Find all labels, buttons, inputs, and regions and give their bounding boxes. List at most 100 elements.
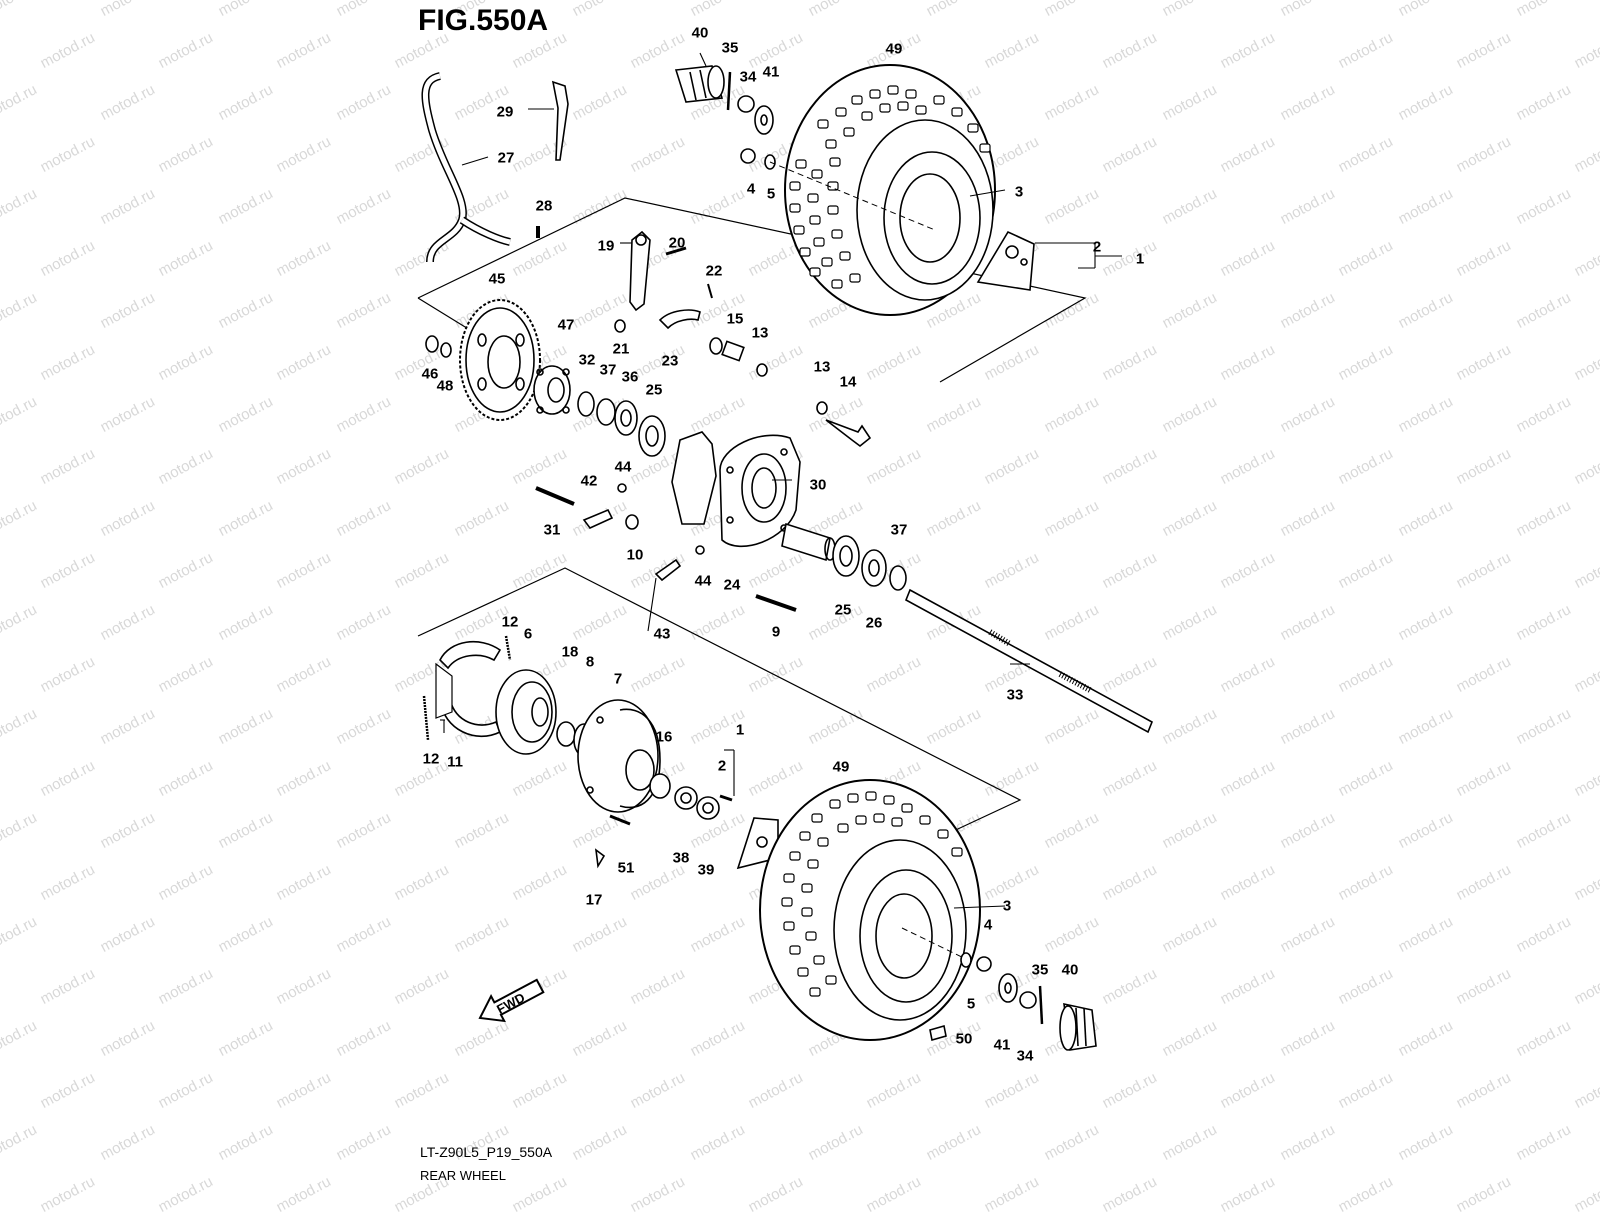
callout-22: 22 bbox=[705, 262, 723, 280]
callout-10: 10 bbox=[626, 546, 644, 564]
bearing-25a bbox=[638, 415, 666, 457]
callout-21: 21 bbox=[612, 340, 630, 358]
callout-48: 48 bbox=[436, 377, 454, 395]
callout-1-bottom: 1 bbox=[735, 721, 745, 739]
washer-10 bbox=[625, 514, 639, 530]
spring-22 bbox=[707, 283, 713, 299]
callout-39: 39 bbox=[697, 861, 715, 879]
callout-4-bottom: 4 bbox=[983, 916, 993, 934]
top-wheel-tire bbox=[784, 64, 996, 316]
fwd-arrow bbox=[478, 978, 545, 1023]
callout-46: 46 bbox=[421, 365, 439, 383]
callout-5-bottom: 5 bbox=[966, 995, 976, 1013]
callout-40-bottom: 40 bbox=[1061, 961, 1079, 979]
brake-shoes-11 bbox=[435, 641, 502, 737]
washer-16 bbox=[649, 773, 671, 799]
callout-6: 6 bbox=[523, 625, 533, 643]
nut-38 bbox=[674, 786, 698, 810]
fwd-text: FWD bbox=[494, 990, 527, 1017]
upper-frame-left-edge bbox=[417, 297, 471, 331]
bearing-25b bbox=[832, 535, 860, 577]
callout-44-a: 44 bbox=[614, 458, 632, 476]
bushing-15 bbox=[721, 340, 745, 362]
callout-4-top: 4 bbox=[746, 180, 756, 198]
spacer-30 bbox=[781, 522, 831, 562]
callout-12-bottom: 12 bbox=[422, 750, 440, 768]
bolt-9 bbox=[755, 594, 797, 612]
callout-17: 17 bbox=[585, 891, 603, 909]
seal-32 bbox=[577, 391, 595, 417]
washer-41b bbox=[998, 973, 1018, 1003]
callout-45: 45 bbox=[488, 270, 506, 288]
callout-42: 42 bbox=[580, 472, 598, 490]
callout-37-left: 37 bbox=[599, 361, 617, 379]
callout-37-right: 37 bbox=[890, 521, 908, 539]
callout-35-top: 35 bbox=[721, 39, 739, 57]
callout-44-b: 44 bbox=[694, 572, 712, 590]
seal-36 bbox=[614, 400, 638, 436]
nut-39 bbox=[696, 796, 720, 820]
seal-15a bbox=[709, 337, 723, 355]
bottom-hub-cap-40 bbox=[1059, 1002, 1097, 1051]
callout-51: 51 bbox=[617, 859, 635, 877]
bracket-42 bbox=[582, 508, 614, 529]
nut-48 bbox=[440, 342, 452, 358]
oring-13a bbox=[756, 363, 768, 377]
lower-hub-plate bbox=[736, 817, 779, 870]
callout-11: 11 bbox=[447, 753, 463, 771]
figure-title: FIG.550A bbox=[418, 4, 549, 37]
washer-5-bottom bbox=[960, 952, 972, 968]
ring-37b bbox=[889, 565, 907, 591]
clamp-29 bbox=[551, 80, 569, 161]
sprocket-45 bbox=[459, 299, 541, 421]
callout-41-top: 41 bbox=[762, 63, 780, 81]
bottom-wheel-tire bbox=[759, 779, 981, 1041]
cotter-pin-35b bbox=[1038, 985, 1044, 1025]
callout-2-top: 2 bbox=[1092, 238, 1102, 256]
callout-26: 26 bbox=[865, 614, 883, 632]
callout-25-right: 25 bbox=[834, 601, 852, 619]
callout-7: 7 bbox=[613, 670, 623, 688]
nut-44b bbox=[695, 545, 705, 555]
top-hub-plate bbox=[976, 230, 1035, 291]
model-code-label: LT-Z90L5_P19_550A bbox=[420, 1144, 553, 1160]
callout-38: 38 bbox=[672, 849, 690, 867]
callout-18: 18 bbox=[561, 643, 579, 661]
callout-50: 50 bbox=[955, 1030, 973, 1048]
axis-line-bottom bbox=[901, 927, 969, 961]
bolt-20 bbox=[665, 246, 687, 256]
callout-8: 8 bbox=[585, 653, 595, 671]
hose-27 bbox=[421, 72, 467, 263]
bracket-43 bbox=[654, 558, 682, 582]
callout-27: 27 bbox=[497, 149, 515, 167]
callout-43: 43 bbox=[653, 625, 671, 643]
bolt-31 bbox=[535, 486, 575, 506]
callout-30: 30 bbox=[809, 476, 827, 494]
link-23 bbox=[658, 309, 701, 330]
spring-12a bbox=[504, 635, 512, 661]
callout-16: 16 bbox=[655, 728, 673, 746]
callout-28: 28 bbox=[535, 197, 553, 215]
bolt-2b bbox=[719, 794, 733, 802]
callout-23: 23 bbox=[661, 352, 679, 370]
callout-34-top: 34 bbox=[739, 68, 757, 86]
nut-4-top bbox=[740, 148, 756, 164]
ring-37 bbox=[596, 398, 616, 426]
callout-1-top: 1 bbox=[1135, 250, 1145, 268]
oring-18 bbox=[556, 721, 576, 747]
callout-12-top: 12 bbox=[501, 613, 519, 631]
oring-21 bbox=[614, 319, 626, 333]
bleeder-14 bbox=[825, 419, 872, 448]
spring-12b bbox=[422, 695, 430, 741]
callout-49-top: 49 bbox=[885, 40, 903, 58]
rear-axle-33 bbox=[904, 588, 1154, 734]
callout-2-bottom: 2 bbox=[717, 757, 727, 775]
callout-31: 31 bbox=[543, 521, 561, 539]
washer-41 bbox=[754, 105, 774, 135]
brake-drum-6 bbox=[495, 669, 557, 755]
callout-29: 29 bbox=[496, 103, 514, 121]
cotter-pin-35 bbox=[726, 71, 732, 111]
washer-46 bbox=[425, 335, 439, 353]
callout-13-b: 13 bbox=[813, 358, 831, 376]
